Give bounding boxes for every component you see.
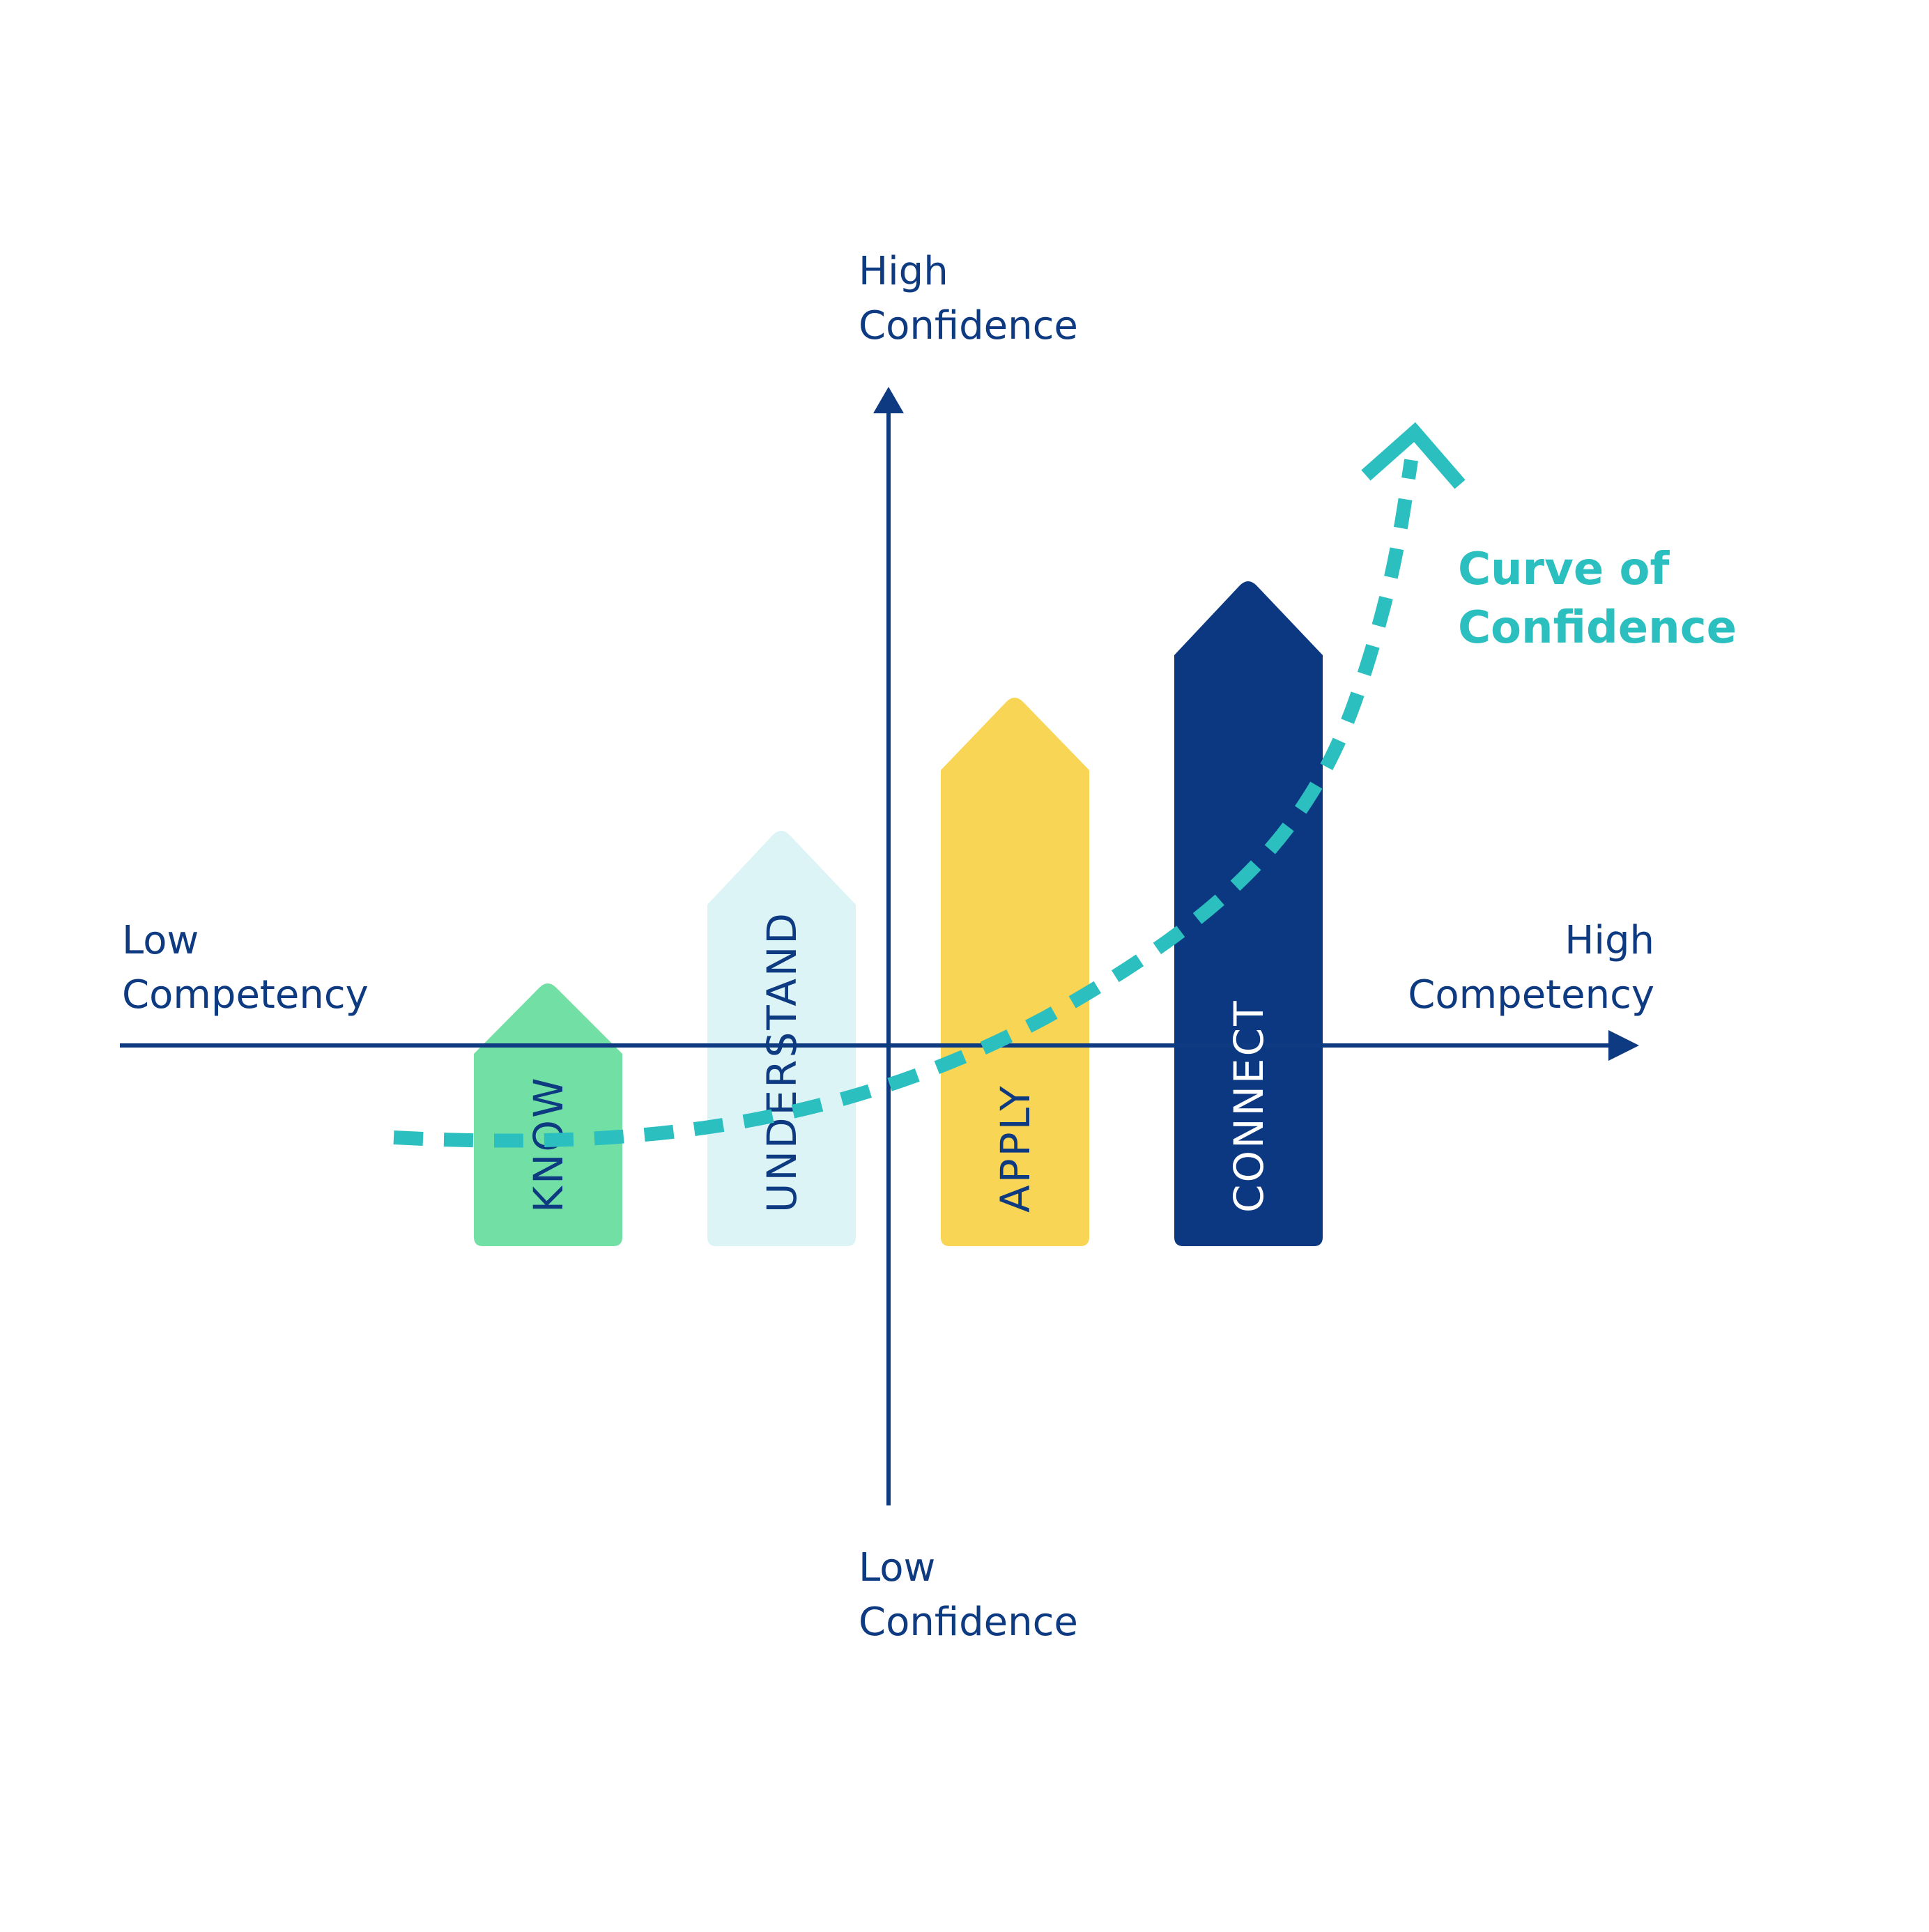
apply-label: APPLY xyxy=(992,1084,1039,1213)
y-bottom-label-line1: Low xyxy=(859,1545,935,1590)
understand-label: UNDERSTAND xyxy=(758,911,806,1213)
confidence-curve-arrowhead xyxy=(1361,422,1466,489)
axes xyxy=(120,387,1639,1505)
y-top-label-line1: High xyxy=(859,249,948,294)
stage-arrows xyxy=(474,581,1323,1246)
x-axis-arrowhead xyxy=(1608,1030,1639,1061)
x-right-label: High Competency xyxy=(1408,918,1654,1018)
apply-arrow xyxy=(941,698,1089,1246)
y-axis-arrowhead xyxy=(873,387,904,413)
y-top-label: High Confidence xyxy=(859,249,1078,348)
x-left-label-line1: Low xyxy=(122,918,199,963)
x-left-label: Low Competency xyxy=(122,918,369,1018)
know-arrow xyxy=(474,983,622,1246)
x-right-label-line1: High xyxy=(1565,918,1654,963)
x-left-label-line2: Competency xyxy=(122,972,369,1018)
confidence-curve xyxy=(393,422,1466,1148)
connect-label: CONNECT xyxy=(1225,999,1273,1213)
curve-label: Curve of Confidence xyxy=(1458,544,1737,654)
y-bottom-label: Low Confidence xyxy=(859,1545,1078,1645)
confidence-curve-line xyxy=(393,459,1418,1148)
y-bottom-label-line2: Confidence xyxy=(859,1600,1078,1645)
stage-labels: KNOW UNDERSTAND APPLY CONNECT xyxy=(525,911,1273,1213)
understand-arrow xyxy=(707,831,856,1246)
curve-label-line2: Confidence xyxy=(1458,602,1737,654)
y-top-label-line2: Confidence xyxy=(859,303,1078,348)
x-right-label-line2: Competency xyxy=(1408,972,1654,1018)
curve-label-line1: Curve of xyxy=(1458,544,1670,595)
connect-arrow xyxy=(1174,581,1323,1246)
